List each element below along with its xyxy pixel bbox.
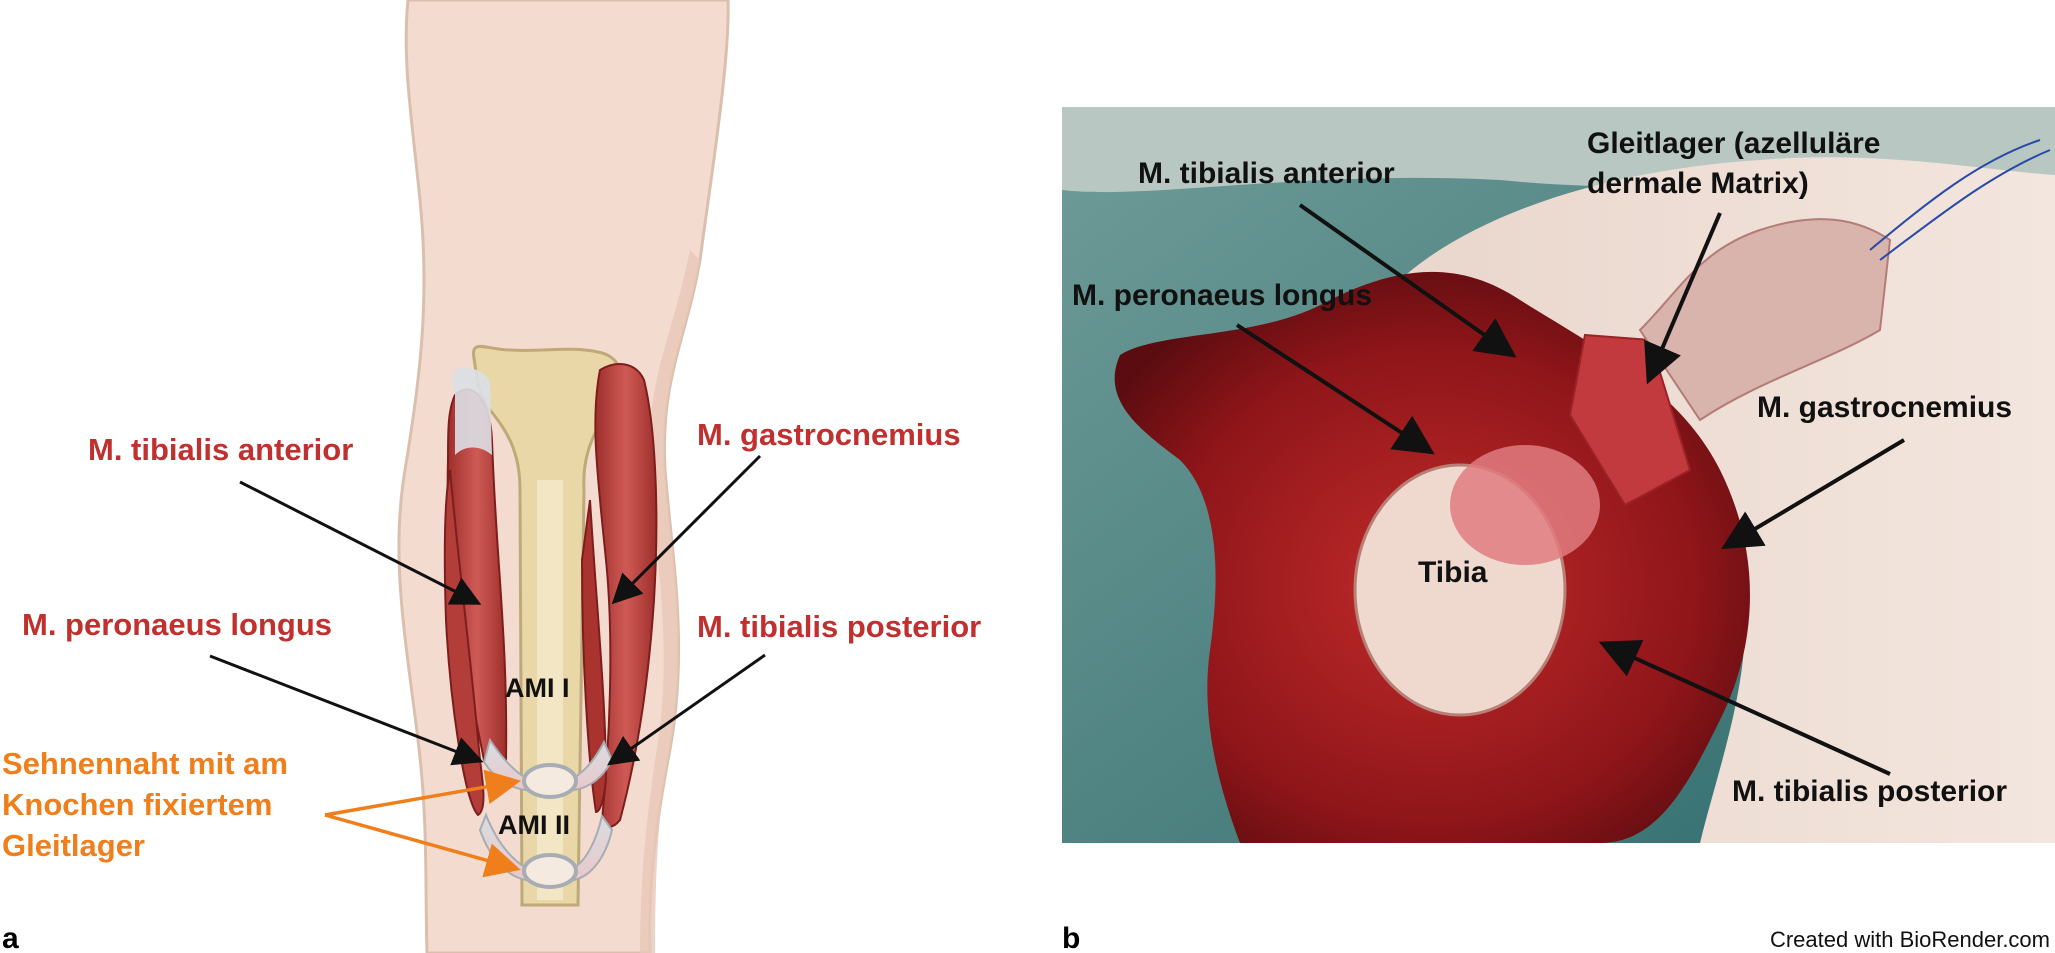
photo-label-peronaeus-longus: M. peronaeus longus <box>1072 279 1372 312</box>
muscle-tibialis-posterior <box>580 499 608 814</box>
arrow-suture-ami-1 <box>324 769 521 817</box>
photo-arrow-tibialis-posterior <box>1598 640 1891 776</box>
label-tibialis-posterior: M. tibialis posterior <box>697 609 981 644</box>
label-ami-1: AMI I <box>505 673 570 703</box>
tendon-tibialis-anterior-top <box>452 367 492 455</box>
photo-label-tibialis-anterior: M. tibialis anterior <box>1138 157 1395 190</box>
arrow-tibialis-posterior <box>607 653 766 766</box>
label-gastrocnemius: M. gastrocnemius <box>697 417 961 452</box>
photo-arrow-gleitlager <box>1644 212 1722 385</box>
label-tibialis-anterior: M. tibialis anterior <box>88 432 353 467</box>
photo-label-gleitlager-line1: Gleitlager (azelluläre <box>1587 127 1880 160</box>
muscle-peronaeus-longus <box>443 469 485 817</box>
leg-shading <box>640 250 700 953</box>
label-ami-2: AMI II <box>498 810 570 840</box>
photo-arrow-gastrocnemius <box>1721 438 1906 550</box>
label-suture-line-1: Sehnennaht mit am <box>2 746 288 781</box>
panel-a-letter: a <box>2 922 19 953</box>
photo-label-tibia: Tibia <box>1418 556 1488 589</box>
panel-b-letter: b <box>1062 922 1080 953</box>
arrow-gastrocnemius <box>611 454 762 605</box>
photo-sutures <box>1869 139 2051 261</box>
label-suture-line-2: Knochen fixiertem <box>2 787 272 822</box>
photo-label-gastrocnemius: M. gastrocnemius <box>1757 391 2012 424</box>
photo-arrow-peronaeus-longus <box>1235 323 1435 455</box>
arrow-tibialis-anterior <box>239 480 482 605</box>
arrow-suture-ami-2 <box>324 813 521 878</box>
photo-arrow-tibialis-anterior <box>1298 203 1517 358</box>
label-suture-line-3: Gleitlager <box>2 828 145 863</box>
photo-tibia-pad <box>1450 445 1600 565</box>
ami-1-construct <box>522 763 578 799</box>
panel-a: M. tibialis anterior M. gastrocnemius M.… <box>2 0 981 953</box>
label-peronaeus-longus: M. peronaeus longus <box>22 607 332 642</box>
photo-label-tibialis-posterior: M. tibialis posterior <box>1732 775 2007 808</box>
arrow-peronaeus-longus <box>209 654 484 766</box>
ami-2-construct <box>522 853 578 889</box>
panel-b: M. tibialis anterior Gleitlager (azellul… <box>1062 107 2055 953</box>
photo-skin <box>1380 157 2055 843</box>
credit-text: Created with BioRender.com <box>1770 927 2050 952</box>
photo-label-gleitlager-line2: dermale Matrix) <box>1587 167 1809 200</box>
tibia-marrow <box>537 480 563 900</box>
